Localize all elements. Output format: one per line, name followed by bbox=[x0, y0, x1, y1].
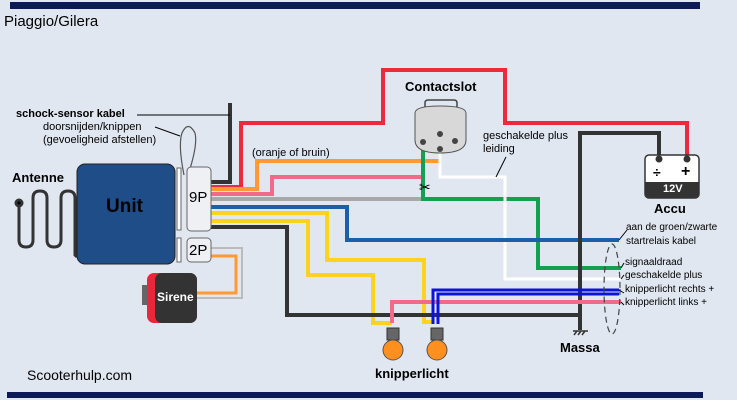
cut-label-1: doorsnijden/knippen bbox=[43, 121, 142, 133]
wire-group-ellipse bbox=[603, 243, 621, 335]
connector-2p-label: 2P bbox=[189, 242, 208, 259]
page-title: Piaggio/Gilera bbox=[4, 13, 99, 30]
wire-blue-right-inner bbox=[436, 292, 619, 324]
ground-icon bbox=[573, 330, 588, 336]
knipperlicht-label: knipperlicht bbox=[375, 366, 449, 381]
footer-site: Scooterhulp.com bbox=[27, 367, 133, 383]
accu-icon bbox=[644, 154, 700, 199]
wire-green bbox=[421, 143, 621, 270]
wire-orange bbox=[210, 159, 440, 191]
signal-label: signaaldraad bbox=[625, 257, 683, 268]
wire-black-accu bbox=[578, 131, 661, 330]
blinker-bulb-right bbox=[426, 327, 448, 361]
wire-yellow-2 bbox=[210, 219, 392, 325]
connector-9p-label: 9P bbox=[189, 189, 208, 206]
accu-label: Accu bbox=[654, 201, 686, 216]
antenne-label: Antenne bbox=[12, 170, 64, 185]
switched-plus-label-1: geschakelde plus bbox=[483, 130, 569, 142]
unit-label: Unit bbox=[106, 196, 143, 217]
contactslot-label: Contactslot bbox=[405, 79, 477, 94]
wire-sirene-orange bbox=[196, 254, 238, 295]
wire-white bbox=[438, 150, 621, 281]
accu-minus: ÷ bbox=[653, 164, 661, 180]
top-bar bbox=[10, 2, 700, 9]
shock-sensor-label: schock-sensor kabel bbox=[16, 108, 125, 120]
wire-blue-right-outer bbox=[431, 288, 619, 324]
contactslot-icon bbox=[414, 99, 467, 154]
wire-red bbox=[210, 68, 689, 189]
bottom-bar bbox=[7, 392, 703, 398]
switched-plus-label: geschakelde plus bbox=[625, 270, 703, 281]
accu-voltage: 12V bbox=[663, 183, 683, 195]
wire-blue bbox=[210, 205, 619, 242]
unit-box bbox=[76, 163, 176, 265]
connector-9p-box bbox=[186, 166, 212, 232]
antenna-icon bbox=[14, 189, 79, 259]
sirene-label: Sirene bbox=[157, 290, 194, 304]
orange-note: (oranje of bruin) bbox=[252, 147, 330, 159]
right-blinker-label: knipperlicht rechts + bbox=[625, 284, 715, 295]
left-blinker-label: knipperlicht links + bbox=[625, 297, 707, 308]
accu-plus: + bbox=[681, 163, 691, 180]
wire-yellow-1 bbox=[210, 211, 433, 324]
scissors-icon: ✂ bbox=[419, 179, 431, 195]
connector-2p-box bbox=[186, 237, 212, 263]
wire-pink bbox=[210, 175, 423, 196]
massa-label: Massa bbox=[560, 340, 600, 355]
blinker-bulb-left bbox=[382, 327, 404, 361]
wire-black-shock bbox=[210, 103, 232, 184]
sirene-icon bbox=[142, 273, 197, 323]
starter-label-2: startrelais kabel bbox=[626, 236, 697, 247]
switched-plus-label-2: leiding bbox=[483, 143, 515, 155]
wire-sirene-grey bbox=[196, 247, 243, 299]
wire-pink-left bbox=[390, 300, 621, 323]
cut-label-2: (gevoeligheid afstellen) bbox=[43, 134, 157, 146]
starter-label-1: aan de groen/zwarte bbox=[626, 222, 718, 233]
sensor-loop bbox=[179, 125, 197, 176]
